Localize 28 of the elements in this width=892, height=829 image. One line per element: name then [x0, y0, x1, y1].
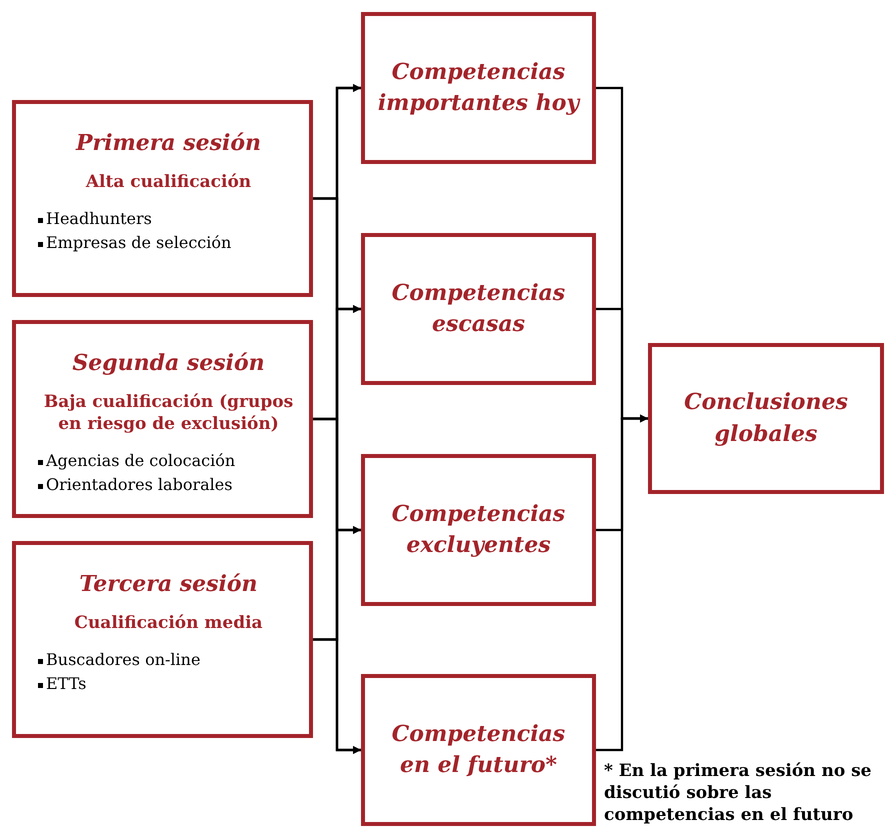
- bullet-item: Empresas de selección: [38, 231, 232, 256]
- bullet-item: Headhunters: [38, 207, 152, 232]
- box-subheading: Baja cualificación (grupos en riesgo de exclusión): [42, 391, 294, 436]
- bullet-item: Orientadores laborales: [38, 473, 232, 498]
- result-box: [361, 674, 596, 826]
- box-heading: Competencias en el futuro*: [390, 720, 566, 780]
- box-heading: Conclusiones globales: [683, 388, 849, 448]
- result-box: [361, 454, 596, 606]
- box-subheading: Cualificación media: [74, 612, 263, 634]
- footnote: * En la primera sesión no se discutió sobre las competencias en el futuro: [604, 760, 872, 826]
- box-heading: Primera sesión: [76, 129, 262, 158]
- box-heading: Competencias escasas: [390, 278, 566, 339]
- bullet-item: ETTs: [38, 672, 86, 696]
- bullet-item: Buscadores on-line: [38, 648, 200, 672]
- connector-arrow: [313, 638, 361, 754]
- box-heading: Segunda sesión: [72, 349, 265, 378]
- box-heading: Tercera sesión: [79, 570, 258, 599]
- box-subheading: Alta cualificación: [86, 171, 252, 194]
- result-box: [361, 12, 596, 164]
- result-box: [648, 343, 884, 494]
- session-box: [12, 541, 313, 738]
- connector-arrow: [596, 414, 648, 752]
- box-heading: Competencias excluyentes: [390, 500, 566, 560]
- session-box: [12, 320, 313, 518]
- session-box: [12, 100, 313, 297]
- result-box: [361, 233, 596, 385]
- box-heading: Competencias importantes hoy: [376, 58, 582, 118]
- bullet-item: Agencias de colocación: [38, 449, 236, 474]
